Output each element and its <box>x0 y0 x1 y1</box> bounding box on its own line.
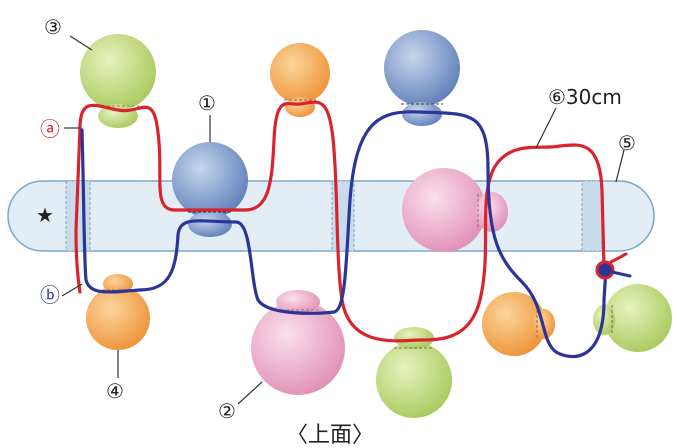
label-part-5: ⑤ <box>618 131 636 155</box>
cord-b-path <box>80 110 608 359</box>
label-cord-b: ⓑ <box>40 283 60 307</box>
bead-blue-top <box>384 30 460 126</box>
label-part-1: ① <box>198 91 216 115</box>
label-part-3: ③ <box>44 15 62 39</box>
bead-orange-top <box>270 43 330 117</box>
cord-a-path <box>78 100 606 343</box>
bead-green-right <box>593 284 672 352</box>
cord-b-tail <box>610 270 632 278</box>
leader-lines <box>61 35 625 405</box>
cord-a-start <box>74 126 82 294</box>
base-bar <box>7 180 655 252</box>
bead-green-bottom <box>376 327 452 418</box>
bead-2 <box>251 290 345 395</box>
label-star: ★ <box>36 203 54 227</box>
label-part-2: ② <box>218 399 236 423</box>
bead-1 <box>172 142 248 237</box>
knot <box>595 260 615 280</box>
cord-a-tail <box>609 252 628 264</box>
label-part-4: ④ <box>106 379 124 403</box>
bead-4 <box>86 274 150 350</box>
caption: 〈上面〉 <box>286 423 374 448</box>
bead-3 <box>80 34 156 128</box>
label-cord-a: ⓐ <box>40 117 60 141</box>
label-part-6: ⑥30cm <box>548 85 622 109</box>
